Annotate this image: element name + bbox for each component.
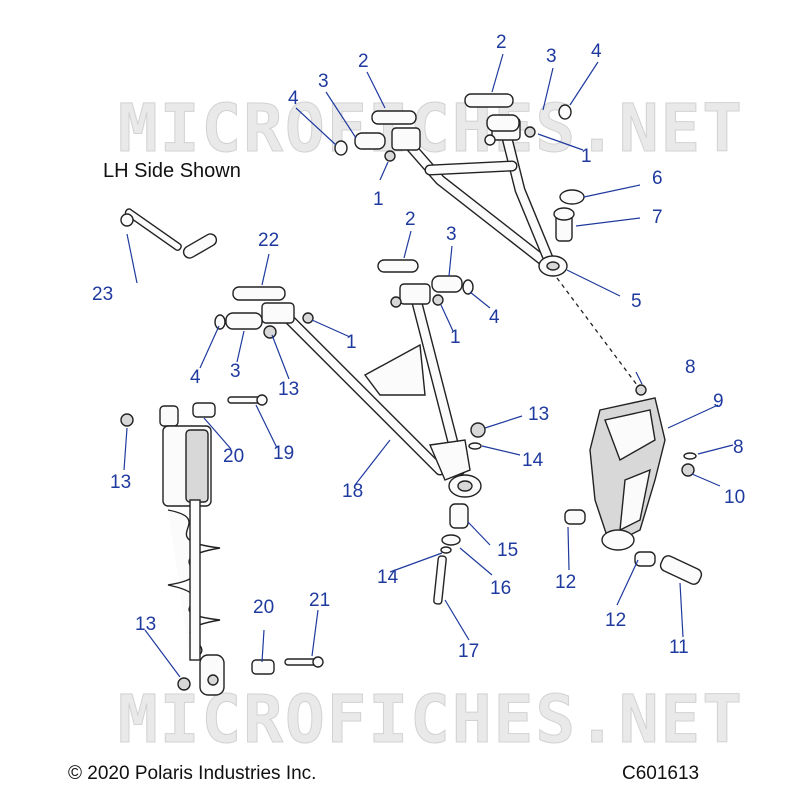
- callout: 4: [190, 367, 201, 388]
- figure-code: C601613: [622, 763, 699, 784]
- callout: 15: [497, 540, 518, 561]
- callout: 13: [135, 614, 156, 635]
- lower-arm-hardware: [214, 259, 486, 605]
- callout: 14: [522, 450, 544, 471]
- copyright: © 2020 Polaris Industries Inc.: [68, 763, 316, 784]
- callout: 4: [288, 88, 299, 109]
- callout: 3: [546, 46, 557, 67]
- callout: 12: [605, 610, 626, 631]
- callout: 2: [405, 209, 416, 230]
- callout: 4: [489, 307, 500, 328]
- callout: 13: [110, 472, 131, 493]
- callout: 3: [446, 224, 457, 245]
- shock-absorber: [159, 405, 324, 696]
- callout: 18: [342, 481, 363, 502]
- callout: 20: [253, 597, 274, 618]
- callout: 8: [685, 357, 696, 378]
- callout: 10: [724, 487, 745, 508]
- callout: 19: [273, 443, 294, 464]
- upper-a-arm: [391, 117, 568, 277]
- callout: 3: [230, 361, 241, 382]
- callout: 2: [358, 51, 369, 72]
- callout: 17: [458, 641, 479, 662]
- callout: 12: [555, 572, 576, 593]
- callout: 1: [450, 327, 461, 348]
- callout: 1: [373, 189, 384, 210]
- callout: 1: [581, 146, 592, 167]
- upper-arm-hardware: [334, 93, 585, 242]
- callout: 21: [309, 590, 330, 611]
- callout: 13: [278, 379, 299, 400]
- callout: 7: [652, 207, 663, 228]
- callout: 4: [591, 41, 602, 62]
- callout: 13: [528, 404, 549, 425]
- callout: 22: [258, 230, 279, 251]
- callout: 23: [92, 284, 113, 305]
- callout: 2: [496, 32, 507, 53]
- lower-a-arm: [261, 283, 482, 498]
- spindle-knuckle: [564, 384, 703, 585]
- callout: 8: [733, 437, 744, 458]
- callout: 9: [713, 391, 724, 412]
- watermark-top: MICROFICHES.NET: [118, 90, 744, 167]
- callout: 11: [669, 637, 689, 658]
- callout-numbers: 2 2 3 4 3 4 1 1 6 7 5 22 2 3 23 4 1 1 4 …: [92, 32, 745, 662]
- leader-lines: [123, 53, 734, 678]
- side-note: LH Side Shown: [103, 160, 241, 182]
- callout: 1: [346, 332, 357, 353]
- loose-bolts: [120, 208, 268, 427]
- callout: 3: [318, 71, 329, 92]
- callout: 20: [223, 446, 244, 467]
- callout: 16: [490, 578, 511, 599]
- callout: 6: [652, 168, 663, 189]
- callout: 14: [377, 567, 399, 588]
- callout: 5: [631, 291, 642, 312]
